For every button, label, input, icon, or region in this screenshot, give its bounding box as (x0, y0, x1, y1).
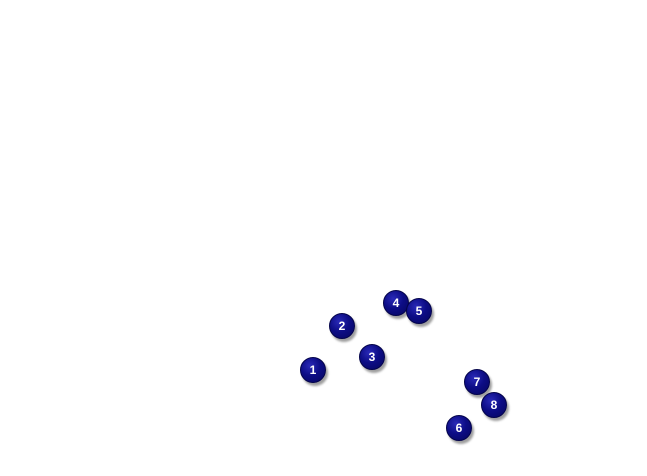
map-marker-6[interactable]: 6 (446, 415, 472, 441)
marker-label: 1 (309, 363, 317, 377)
marker-label: 7 (473, 375, 481, 389)
map-marker-2[interactable]: 2 (329, 313, 355, 339)
map-marker-3[interactable]: 3 (359, 344, 385, 370)
marker-label: 4 (392, 296, 400, 310)
marker-label: 6 (455, 421, 463, 435)
map-marker-1[interactable]: 1 (300, 357, 326, 383)
map-marker-5[interactable]: 5 (406, 298, 432, 324)
marker-label: 3 (368, 350, 376, 364)
marker-label: 2 (338, 319, 346, 333)
map-marker-8[interactable]: 8 (481, 392, 507, 418)
marker-label: 8 (490, 398, 498, 412)
map-marker-7[interactable]: 7 (464, 369, 490, 395)
map-marker-4[interactable]: 4 (383, 290, 409, 316)
marker-label: 5 (415, 304, 423, 318)
